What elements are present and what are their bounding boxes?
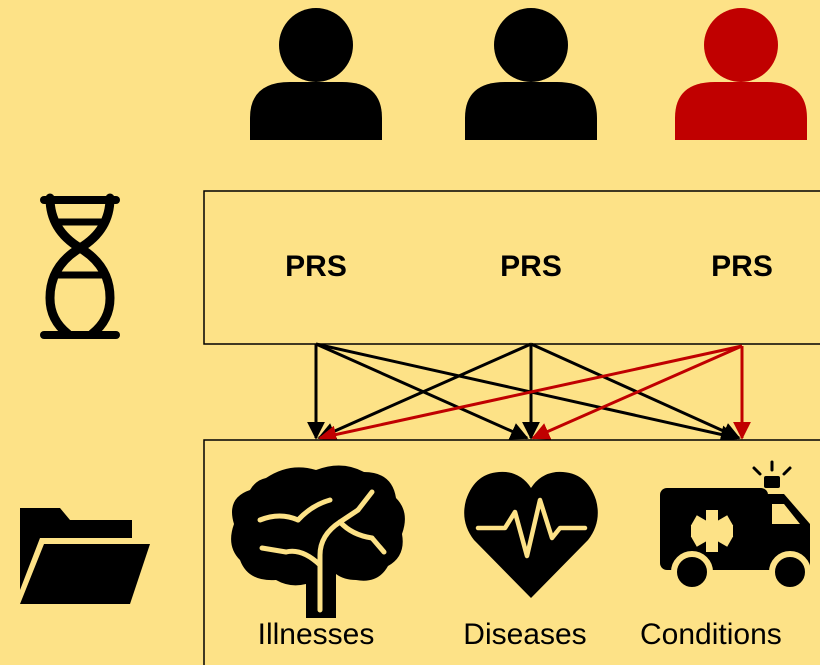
ambulance-icon bbox=[660, 460, 811, 593]
arrow-prs1-conditions bbox=[315, 342, 739, 444]
brain-icon bbox=[231, 465, 405, 618]
arrow-prs3-illnesses bbox=[318, 344, 743, 444]
person-icon-highlighted bbox=[675, 8, 807, 140]
arrows bbox=[307, 342, 751, 444]
outcome-label-conditions: Conditions bbox=[640, 618, 782, 651]
person-icon bbox=[250, 8, 382, 140]
person-icon bbox=[465, 8, 597, 140]
dna-icon bbox=[40, 193, 120, 339]
outcome-label-illnesses: Illnesses bbox=[257, 618, 375, 651]
arrow-prs2-illnesses bbox=[317, 342, 532, 440]
arrow-prs3-diseases bbox=[531, 344, 743, 440]
outcome-label-diseases: Diseases bbox=[463, 618, 587, 651]
prs-label: PRS bbox=[500, 250, 562, 283]
prs-label: PRS bbox=[711, 250, 773, 283]
folder-icon bbox=[20, 508, 150, 604]
arrow-prs2-conditions bbox=[530, 342, 741, 440]
prs-box bbox=[203, 190, 820, 345]
heart-pulse-icon bbox=[464, 471, 598, 598]
prs-label: PRS bbox=[285, 250, 347, 283]
